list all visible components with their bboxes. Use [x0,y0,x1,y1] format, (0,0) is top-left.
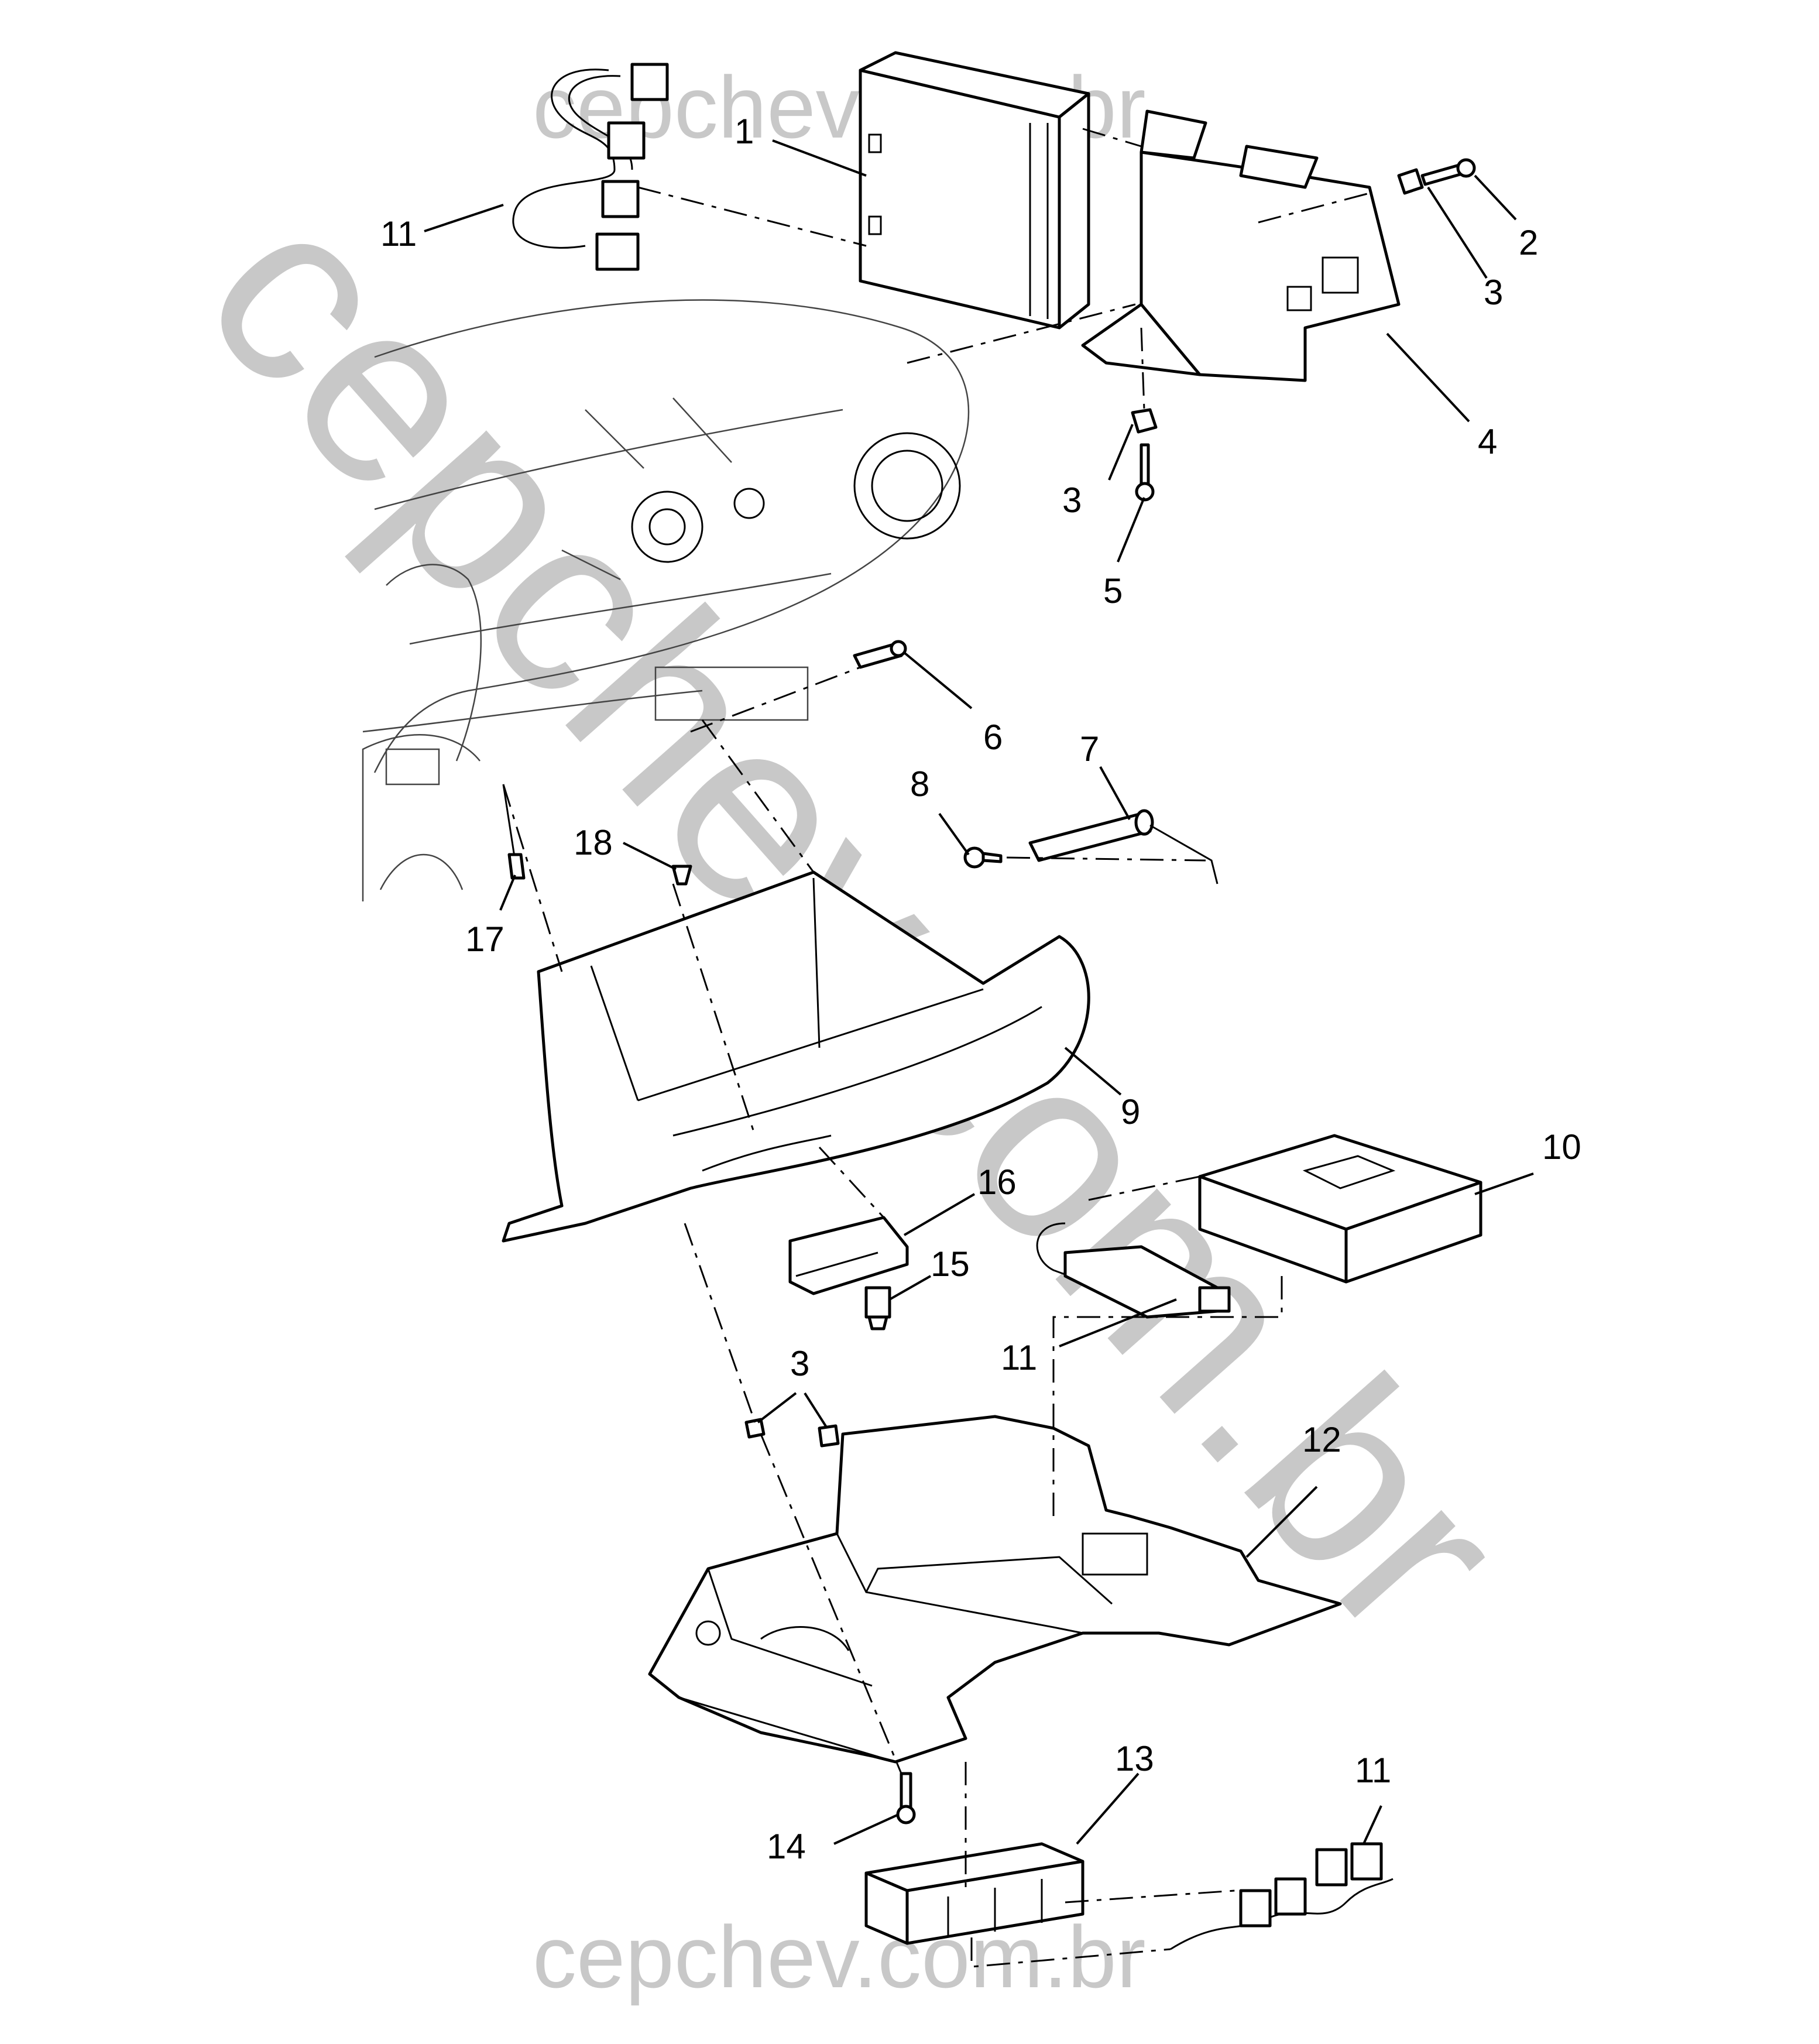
part-17-striker [502,784,526,880]
part-7-damper [1028,809,1219,884]
part-18-clip [671,865,692,886]
callout-11: 11 [1001,1338,1037,1377]
part-13-module [864,1842,1084,1945]
part-11-wiring-harness-middle [1036,1222,1231,1319]
callout-5: 5 [1103,571,1123,611]
watermark-bottom: cepchev.com.br [533,1908,1146,2006]
callout-3: 3 [1062,481,1082,520]
part-1-control-module [859,51,1090,330]
part-16-latch [788,1216,909,1295]
callout-3: 3 [1484,273,1503,312]
part-3-nut-upper [1397,168,1424,195]
callout-1: 1 [735,112,754,151]
part-3-nut-middle [1131,408,1158,434]
callout-14: 14 [767,1827,806,1866]
part-3-nut-left [744,1418,766,1439]
part-12-glove-box-housing [648,1415,1342,1764]
part-11-wiring-harness-top [512,63,669,271]
part-6-pin [853,640,907,669]
callout-7: 7 [1080,729,1099,769]
callout-2: 2 [1519,223,1538,262]
callout-13: 13 [1115,1739,1154,1778]
callout-17: 17 [465,920,504,959]
callout-9: 9 [1121,1092,1140,1131]
part-8-screw [963,846,1003,869]
leader-lines [424,139,1534,1845]
part-9-glove-box-door [502,870,1090,1243]
callout-11: 11 [1355,1751,1391,1790]
part-15-lock-cylinder [864,1286,891,1330]
part-14-screw [896,1772,916,1824]
callout-18: 18 [574,823,613,862]
part-3-nut-right [818,1424,840,1448]
callout-11: 11 [380,214,417,253]
alignment-lines [502,128,1370,1968]
callout-6: 6 [983,718,1003,757]
part-11-wiring-harness-bottom [1170,1842,1394,1950]
part-2-screw [1420,158,1476,186]
callout-labels: 1 2 3 4 3 5 11 6 7 8 18 17 9 10 16 15 11… [380,112,1581,1866]
callout-3: 3 [790,1344,809,1383]
part-5-bolt [1135,443,1155,502]
callout-15: 15 [931,1244,970,1284]
instrument-panel [362,299,970,901]
part-10-electronic-module [1198,1134,1482,1284]
callout-10: 10 [1542,1127,1581,1167]
callout-4: 4 [1478,422,1497,461]
callout-12: 12 [1302,1420,1341,1459]
callout-16: 16 [977,1162,1017,1202]
callout-8: 8 [910,764,929,804]
part-4-mounting-bracket [1081,109,1401,382]
